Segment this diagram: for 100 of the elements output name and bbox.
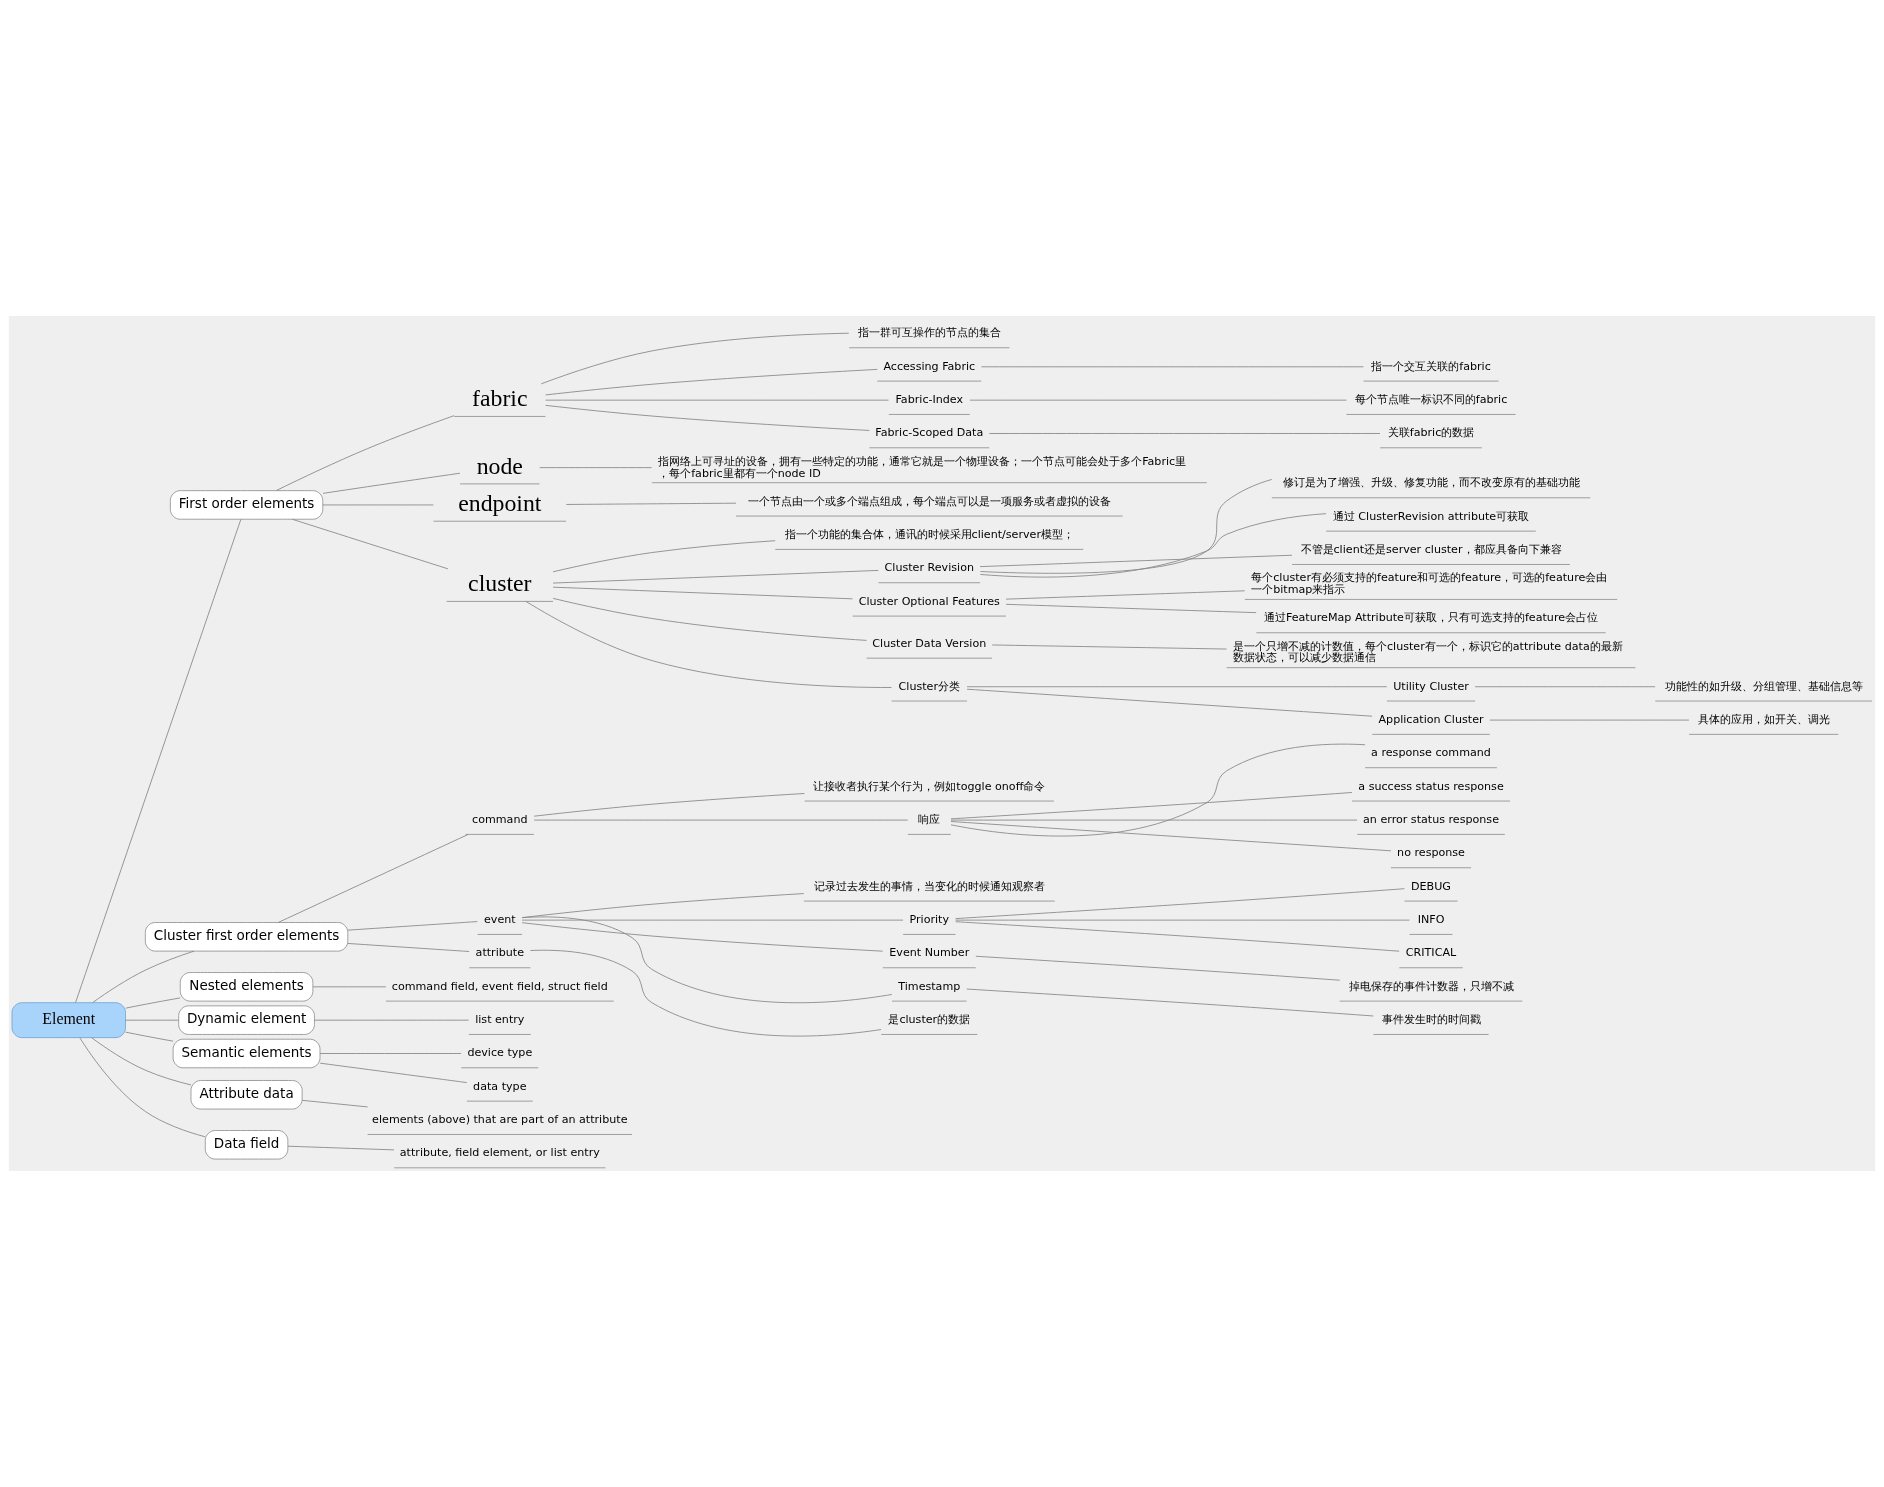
connector <box>347 921 478 931</box>
connector <box>1005 590 1246 600</box>
node-text: 修订是为了增强、升级、修复功能，而不改变原有的基础功能 <box>1282 476 1580 490</box>
node-box: Semantic elements <box>172 1038 321 1069</box>
connector <box>552 540 776 573</box>
node-text: 指一个交互关联的fabric <box>1371 359 1491 373</box>
connector <box>955 888 1405 920</box>
connector <box>950 819 1358 821</box>
node-text: Utility Cluster <box>1393 679 1469 693</box>
connector <box>322 504 434 506</box>
connector <box>966 988 1374 1017</box>
node-text: event <box>483 913 516 927</box>
node-box: Attribute data <box>190 1080 303 1110</box>
connector <box>981 366 1364 368</box>
node-text: 不管是client还是server cluster，都应具备向下兼容 <box>1300 543 1562 557</box>
node-text: 指一群可互操作的节点的集合 <box>857 326 1001 340</box>
node-text: 是一个只增不减的计数值，每个cluster有一个，标识它的attribute data的最新数据状态，可以减少数据通信 <box>1232 639 1623 665</box>
node-text: 指网络上可寻址的设备，拥有一些特定的功能，通常它就是一个物理设备；一个节点可能会处于多个Fabric里，每个fabric里都有一个node ID <box>658 454 1187 480</box>
connector <box>955 919 1410 921</box>
node-text: device type <box>467 1046 533 1060</box>
connector <box>530 949 882 1037</box>
connector <box>950 743 1366 837</box>
node-text: Fabric-Index <box>895 393 964 407</box>
connector <box>969 399 1347 401</box>
node-text: 通过 ClusterRevision attribute可获取 <box>1332 509 1530 523</box>
connector <box>521 916 893 1004</box>
node-text: DEBUG <box>1411 879 1451 893</box>
connector <box>966 688 1373 717</box>
node-text: command <box>472 813 528 827</box>
node-text: 掉电保存的事件计数器，只增不减 <box>1348 979 1514 993</box>
node-text: a success status response <box>1358 779 1504 793</box>
node-text: 通过FeatureMap Attribute可获取，只有可选支持的feature会占位 <box>1263 611 1599 625</box>
connector <box>545 399 889 401</box>
connector <box>991 644 1227 650</box>
connector <box>125 1019 179 1021</box>
node-text: Fabric-Scoped Data <box>875 426 984 440</box>
node-text: command field, event field, struct field <box>391 979 608 993</box>
node-box: Dynamic element <box>178 1005 315 1035</box>
connector <box>1474 686 1656 688</box>
connector <box>545 404 870 431</box>
node-text: Event Number <box>889 946 970 960</box>
connector <box>125 997 181 1009</box>
node-text: 是cluster的数据 <box>888 1013 971 1027</box>
connector <box>950 821 1392 852</box>
connector <box>950 792 1353 820</box>
connector <box>521 922 884 952</box>
connector <box>552 597 867 641</box>
connector <box>291 518 449 570</box>
connector <box>301 1099 369 1108</box>
node-text: list entry <box>475 1013 525 1027</box>
connector <box>277 834 469 923</box>
node-text: 一个节点由一个或多个端点组成，每个端点可以是一项服务或者虚拟的设备 <box>747 494 1111 508</box>
node-text: 具体的应用，如开关、调光 <box>1697 713 1830 727</box>
node-box: Cluster first order elements <box>144 922 349 952</box>
node-text: 每个节点唯一标识不同的fabric <box>1354 393 1508 407</box>
node-text: Cluster Data Version <box>872 636 987 650</box>
connector <box>312 986 387 988</box>
node-text: 关联fabric的数据 <box>1387 426 1475 440</box>
connector <box>319 1053 462 1054</box>
node-text: attribute <box>475 946 525 960</box>
node-text: attribute, field element, or list entry <box>399 1146 600 1160</box>
node-text: Application Cluster <box>1378 713 1484 727</box>
connector <box>545 368 878 396</box>
connector <box>125 1031 174 1042</box>
connector <box>319 1062 468 1083</box>
node-text: Accessing Fabric <box>883 359 976 373</box>
connector <box>989 433 1381 434</box>
node-text: INFO <box>1417 913 1445 927</box>
node-text: 每个cluster有必须支持的feature和可选的feature，可选的feature会由一个bitmap来指示 <box>1251 571 1608 597</box>
node-text: 功能性的如升级、分组管理、基础信息等 <box>1664 679 1863 693</box>
connector <box>955 921 1400 952</box>
node-text: Cluster Optional Features <box>858 594 1000 608</box>
connector <box>287 1145 395 1151</box>
connector <box>979 513 1327 578</box>
connector <box>347 943 470 952</box>
connector <box>322 472 461 494</box>
node-text: Priority <box>909 913 950 927</box>
node-text: 事件发生时的时间戳 <box>1381 1013 1481 1027</box>
node-text: fabric <box>472 385 528 412</box>
node-text: cluster <box>468 570 532 597</box>
connector <box>91 1037 192 1086</box>
node-text: node <box>476 452 523 479</box>
connector <box>79 1037 206 1138</box>
node-text: an error status response <box>1363 813 1499 827</box>
connector <box>533 819 909 821</box>
node-text: 记录过去发生的事情，当变化的时候通知观察者 <box>813 879 1045 893</box>
node-text: Cluster Revision <box>884 561 974 575</box>
node-text: 指一个功能的集合体，通讯的时候采用client/server模型； <box>784 528 1075 542</box>
connector <box>565 502 737 505</box>
connector <box>966 686 1388 688</box>
connector <box>979 554 1293 568</box>
connector <box>975 955 1341 981</box>
connector <box>539 467 653 469</box>
connector <box>1005 603 1257 614</box>
node-box: Nested elements <box>179 972 314 1002</box>
connector <box>1489 719 1690 721</box>
connector <box>552 569 879 584</box>
connector <box>314 1019 470 1021</box>
connector <box>75 518 242 1003</box>
node-box: Data field <box>204 1130 289 1160</box>
